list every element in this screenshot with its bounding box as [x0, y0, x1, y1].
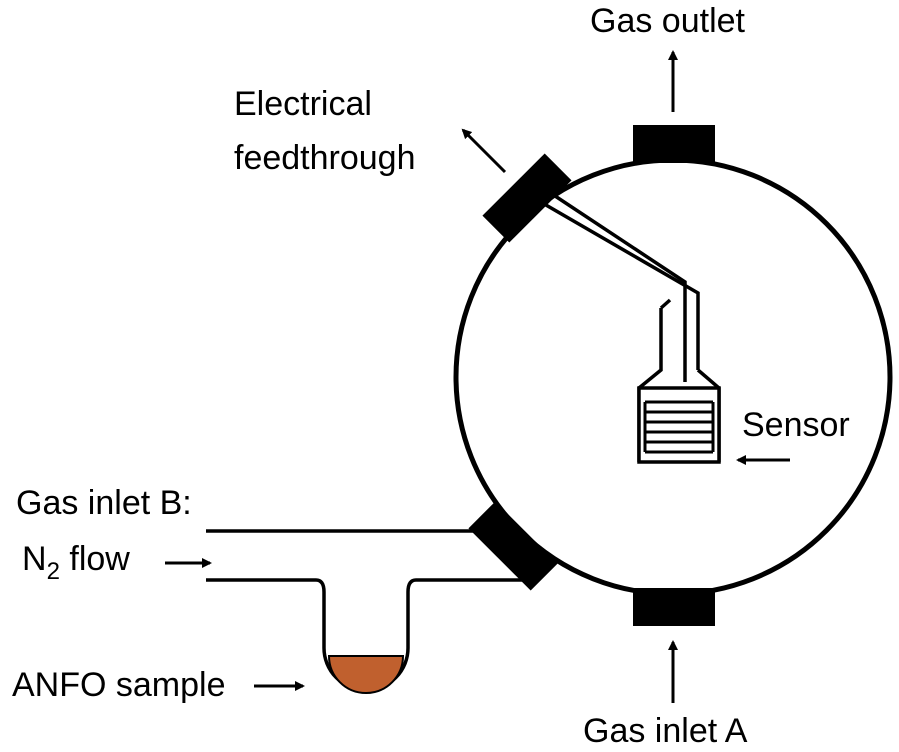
- n2-flow-label: N2 flow: [22, 540, 130, 585]
- sensor-electrodes: [643, 400, 715, 454]
- sensor-lead-outer: [519, 188, 700, 370]
- anfo-sample: [327, 655, 405, 694]
- gas-inlet-b-label: Gas inlet B:: [16, 484, 192, 522]
- electrical-feedthrough-arrow: [461, 128, 507, 174]
- electrical-feedthrough-block: [482, 153, 572, 243]
- anfo-sample-label: ANFO sample: [12, 666, 226, 704]
- gas-inlet-b-block: [468, 501, 558, 591]
- sensor: [637, 386, 721, 464]
- gas-outlet-port: [633, 125, 715, 163]
- electrical-feedthrough-label-line1: Electrical: [234, 85, 372, 123]
- electrical-feedthrough-label-line2: feedthrough: [234, 139, 416, 177]
- gas-inlet-a-port: [633, 588, 715, 626]
- sensor-lead-inner: [545, 188, 687, 382]
- sensor-label: Sensor: [742, 406, 850, 444]
- gas-outlet-label: Gas outlet: [590, 2, 746, 40]
- gas-inlet-a-label: Gas inlet A: [583, 712, 748, 750]
